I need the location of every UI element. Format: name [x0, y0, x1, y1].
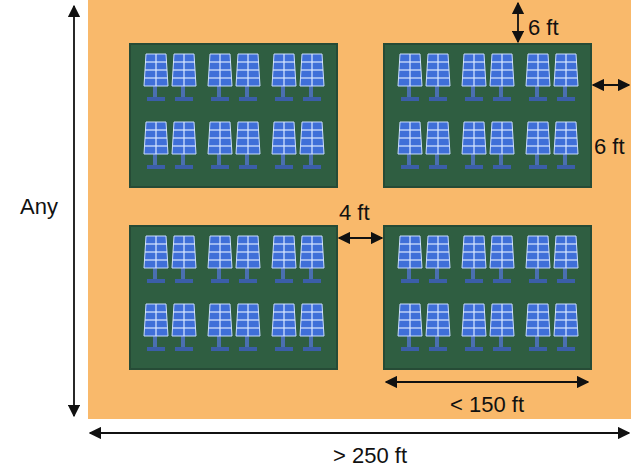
solar-panel — [236, 54, 260, 101]
solar-panel — [490, 304, 514, 351]
solar-panel — [462, 304, 486, 351]
solar-panel — [554, 122, 578, 169]
solar-array — [384, 226, 591, 369]
solar-panel — [398, 122, 422, 169]
solar-panel — [300, 122, 324, 169]
solar-panel — [526, 236, 550, 283]
dimension-arrow — [73, 6, 75, 416]
solar-panel — [144, 236, 168, 283]
array-group — [130, 44, 591, 369]
solar-panel — [172, 122, 196, 169]
solar-panel — [272, 236, 296, 283]
dimension-arrow — [386, 381, 588, 383]
solar-panel — [144, 122, 168, 169]
solar-panel — [208, 54, 232, 101]
solar-panel — [554, 54, 578, 101]
solar-panel — [172, 236, 196, 283]
solar-panel — [426, 122, 450, 169]
dimension-label: 4 ft — [339, 202, 370, 224]
solar-panel — [144, 54, 168, 101]
solar-panel — [144, 304, 168, 351]
solar-panel — [526, 54, 550, 101]
solar-panel — [554, 304, 578, 351]
solar-panel — [272, 122, 296, 169]
solar-panel — [398, 236, 422, 283]
site-ground — [88, 0, 631, 419]
solar-panel — [272, 54, 296, 101]
dimension-label: 6 ft — [528, 17, 559, 39]
solar-panel — [236, 304, 260, 351]
solar-panel — [554, 236, 578, 283]
dimension-lines — [74, 3, 629, 433]
dimension-arrow — [339, 237, 382, 239]
solar-panel — [490, 236, 514, 283]
solar-panel — [490, 54, 514, 101]
solar-panel — [526, 304, 550, 351]
dimension-arrow — [90, 432, 629, 434]
solar-panel — [172, 304, 196, 351]
panel-group — [144, 54, 578, 351]
dimension-label: 6 ft — [594, 136, 625, 158]
dimension-label: Any — [20, 196, 58, 218]
solar-panel — [272, 304, 296, 351]
solar-panel — [462, 122, 486, 169]
solar-panel — [426, 236, 450, 283]
dimension-label: < 150 ft — [450, 394, 524, 416]
solar-panel — [462, 54, 486, 101]
solar-panel — [398, 54, 422, 101]
solar-panel — [236, 122, 260, 169]
dimension-label: > 250 ft — [333, 445, 407, 467]
solar-panel — [300, 304, 324, 351]
solar-panel — [172, 54, 196, 101]
dimension-arrow — [517, 3, 519, 42]
solar-array — [384, 44, 591, 187]
solar-panel — [236, 236, 260, 283]
dimension-arrow — [593, 84, 629, 86]
solar-panel — [490, 122, 514, 169]
solar-panel — [300, 54, 324, 101]
solar-panel — [426, 54, 450, 101]
solar-panel — [208, 236, 232, 283]
solar-panel — [208, 304, 232, 351]
solar-panel — [426, 304, 450, 351]
solar-array — [130, 226, 337, 369]
solar-panel — [526, 122, 550, 169]
solar-panel — [300, 236, 324, 283]
solar-panel — [398, 304, 422, 351]
solar-panel — [208, 122, 232, 169]
solar-panel — [462, 236, 486, 283]
solar-array — [130, 44, 337, 187]
